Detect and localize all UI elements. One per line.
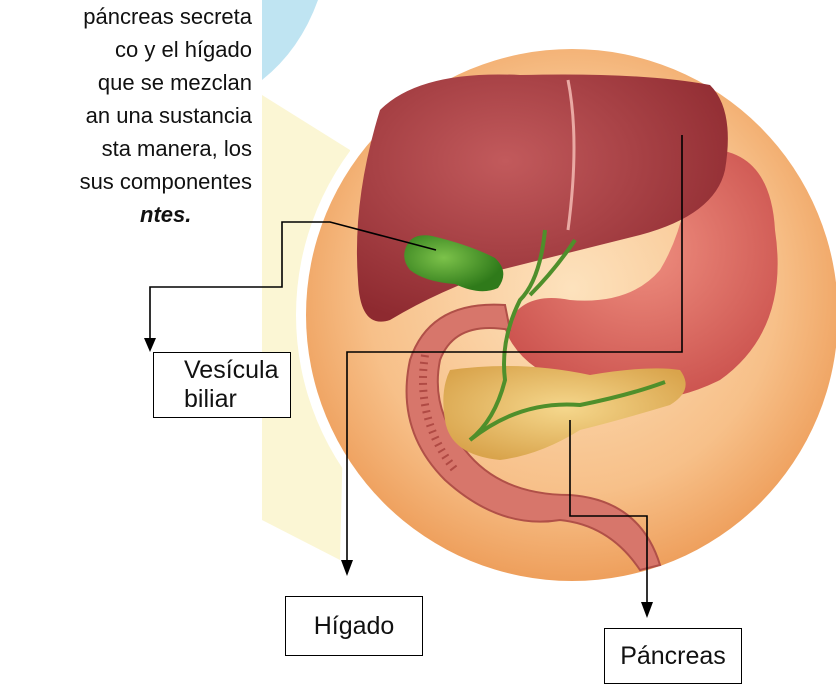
pancreas-arrowhead (641, 602, 653, 618)
label-higado: Hígado (285, 596, 423, 656)
label-pancreas: Páncreas (604, 628, 742, 684)
label-vesicula-biliar: Vesícula biliar (153, 352, 291, 418)
label-higado-text: Hígado (314, 612, 395, 641)
blue-corner-shape (262, 0, 318, 80)
vesicula-arrowhead (144, 338, 156, 352)
label-pancreas-text: Páncreas (620, 642, 726, 671)
label-vesicula-text: Vesícula biliar (184, 356, 290, 414)
higado-arrowhead (341, 560, 353, 576)
